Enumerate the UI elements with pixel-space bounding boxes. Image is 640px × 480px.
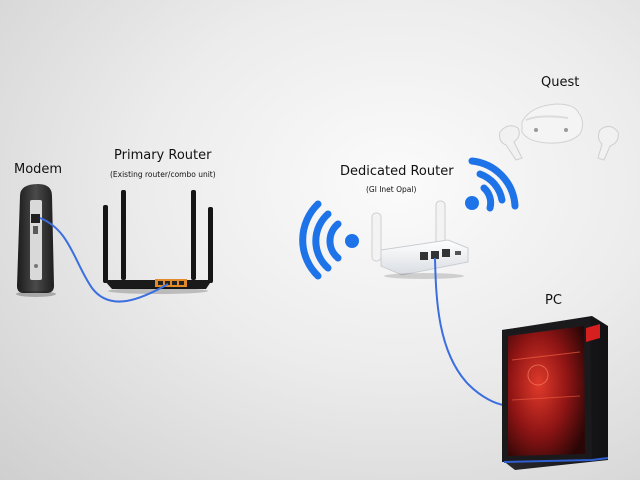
pc-label: PC — [545, 293, 562, 308]
primary-router-sublabel: (Existing router/combo unit) — [110, 170, 216, 179]
modem-label: Modem — [14, 162, 63, 177]
quest-label: Quest — [541, 75, 580, 90]
ethernet-cable-router-pc — [434, 257, 505, 406]
ethernet-cable-modem-router — [39, 217, 169, 303]
primary-router-label: Primary Router — [114, 148, 212, 163]
dedicated-router-label: Dedicated Router — [340, 164, 454, 179]
vr-headset-icon — [499, 103, 619, 161]
router-icon — [103, 190, 213, 294]
router-icon — [371, 200, 469, 279]
dedicated-router-sublabel: (Gl Inet Opal) — [366, 185, 417, 194]
modem-icon — [16, 184, 56, 297]
wifi-signal-icon — [299, 200, 359, 280]
wifi-signal-icon — [465, 157, 519, 212]
desktop-tower-icon — [502, 316, 609, 470]
